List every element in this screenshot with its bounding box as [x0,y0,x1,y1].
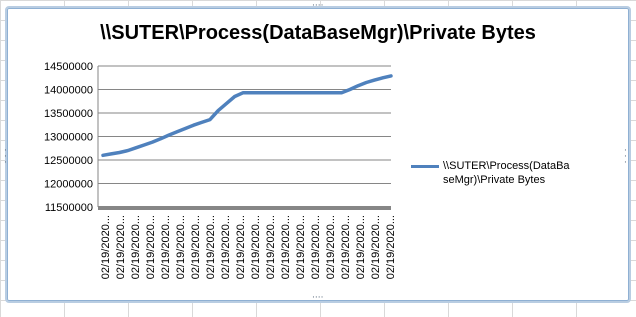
y-tick-label: 12500000 [44,155,93,167]
x-tick-label: 02/19/2020... [115,215,127,279]
x-tick-label: 02/19/2020... [370,215,382,279]
plot-area: 11500000 12000000 12500000 13000000 13500000… [44,61,397,279]
legend-swatch [411,165,439,168]
y-tick-label: 13000000 [44,132,93,144]
x-tick-label: 02/19/2020... [190,215,202,279]
x-tick-label: 02/19/2020... [310,215,322,279]
x-tick-label: 02/19/2020... [160,215,172,279]
x-tick-label: 02/19/2020... [205,215,217,279]
x-tick-label: 02/19/2020... [355,215,367,279]
resize-handle-bottom[interactable]: ···· [312,293,324,303]
x-tick-label: 02/19/2020... [100,215,112,279]
resize-handle-left[interactable]: ··· [4,146,7,168]
x-tick-label: 02/19/2020... [130,215,142,279]
x-tick-label: 02/19/2020... [220,215,232,279]
x-tick-label: 02/19/2020... [295,215,307,279]
x-tick-label: 02/19/2020... [235,215,247,279]
x-tick-label: 02/19/2020... [145,215,157,279]
series-line [101,74,393,158]
legend-entry: \\SUTER\Process(DataBaseMgr)\Private Byt… [443,160,570,186]
x-tick-label: 02/19/2020... [280,215,292,279]
resize-handle-right[interactable]: ··· [624,146,627,168]
x-axis [98,206,391,210]
x-tick-label: 02/19/2020... [325,215,337,279]
y-tick-label: 14000000 [44,85,93,97]
y-tick-label: 11500000 [45,202,93,214]
chart-title: \\SUTER\Process(DataBaseMgr)\Private Byt… [100,22,536,44]
x-tick-label: 02/19/2020... [250,215,262,279]
resize-handle-top[interactable]: ···· [312,1,324,11]
x-tick-label: 02/19/2020... [175,215,187,279]
y-tick-label: 13500000 [44,108,93,120]
x-tick-label: 02/19/2020... [265,215,277,279]
x-tick-label: 02/19/2020... [385,215,397,279]
y-tick-label: 12000000 [44,179,93,191]
y-tick-label: 14500000 [44,61,93,73]
chart-area[interactable]: ···· ···· ··· ··· \\SUTER\Process(DataBa… [4,1,631,303]
x-tick-label: 02/19/2020... [340,215,352,279]
